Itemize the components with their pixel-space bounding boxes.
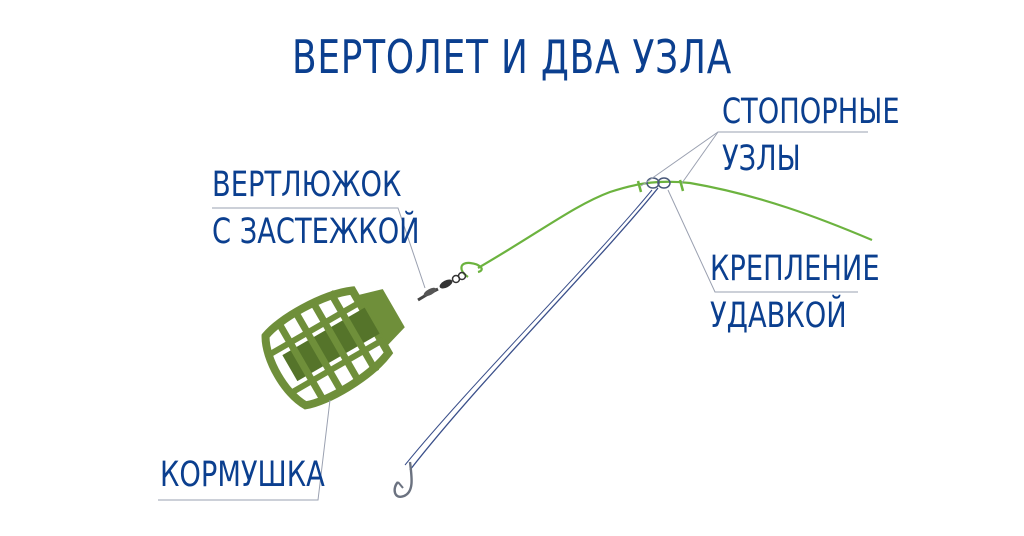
main-line-loop: [460, 261, 483, 278]
callout-line-feeder: [158, 399, 331, 501]
label-stopper-knots-line1: СТОПОРНЫЕ: [722, 92, 900, 132]
label-attachment-line1: КРЕПЛЕНИЕ: [710, 249, 880, 289]
stopper-knot-left: [636, 180, 643, 193]
label-feeder: КОРМУШКА: [160, 458, 325, 505]
callout-line-attachment: [667, 189, 858, 293]
callout-line-swivel: [212, 207, 426, 289]
label-stopper-knots: СТОПОРНЫЕ УЗЛЫ: [722, 95, 900, 189]
label-attachment: КРЕПЛЕНИЕ УДАВКОЙ: [710, 252, 880, 346]
hook: [393, 461, 413, 498]
label-stopper-knots-line2: УЗЛЫ: [722, 139, 801, 179]
stopper-knot-right: [678, 179, 685, 192]
label-swivel-line1: ВЕРТЛЮЖОК: [212, 165, 402, 205]
hook-leader-inner: [404, 189, 653, 466]
feeder-cage: [261, 286, 405, 410]
main-line: [477, 180, 873, 269]
label-swivel: ВЕРТЛЮЖОК С ЗАСТЕЖКОЙ: [212, 168, 420, 262]
swivel-clip: [417, 271, 467, 302]
label-feeder-line1: КОРМУШКА: [160, 455, 325, 495]
label-swivel-line2: С ЗАСТЕЖКОЙ: [212, 212, 420, 252]
hook-leader: [409, 187, 659, 471]
label-attachment-line2: УДАВКОЙ: [710, 296, 847, 336]
callout-line-stopper-right: [681, 131, 719, 184]
diagram-title: ВЕРТОЛЕТ И ДВА УЗЛА: [291, 30, 733, 84]
